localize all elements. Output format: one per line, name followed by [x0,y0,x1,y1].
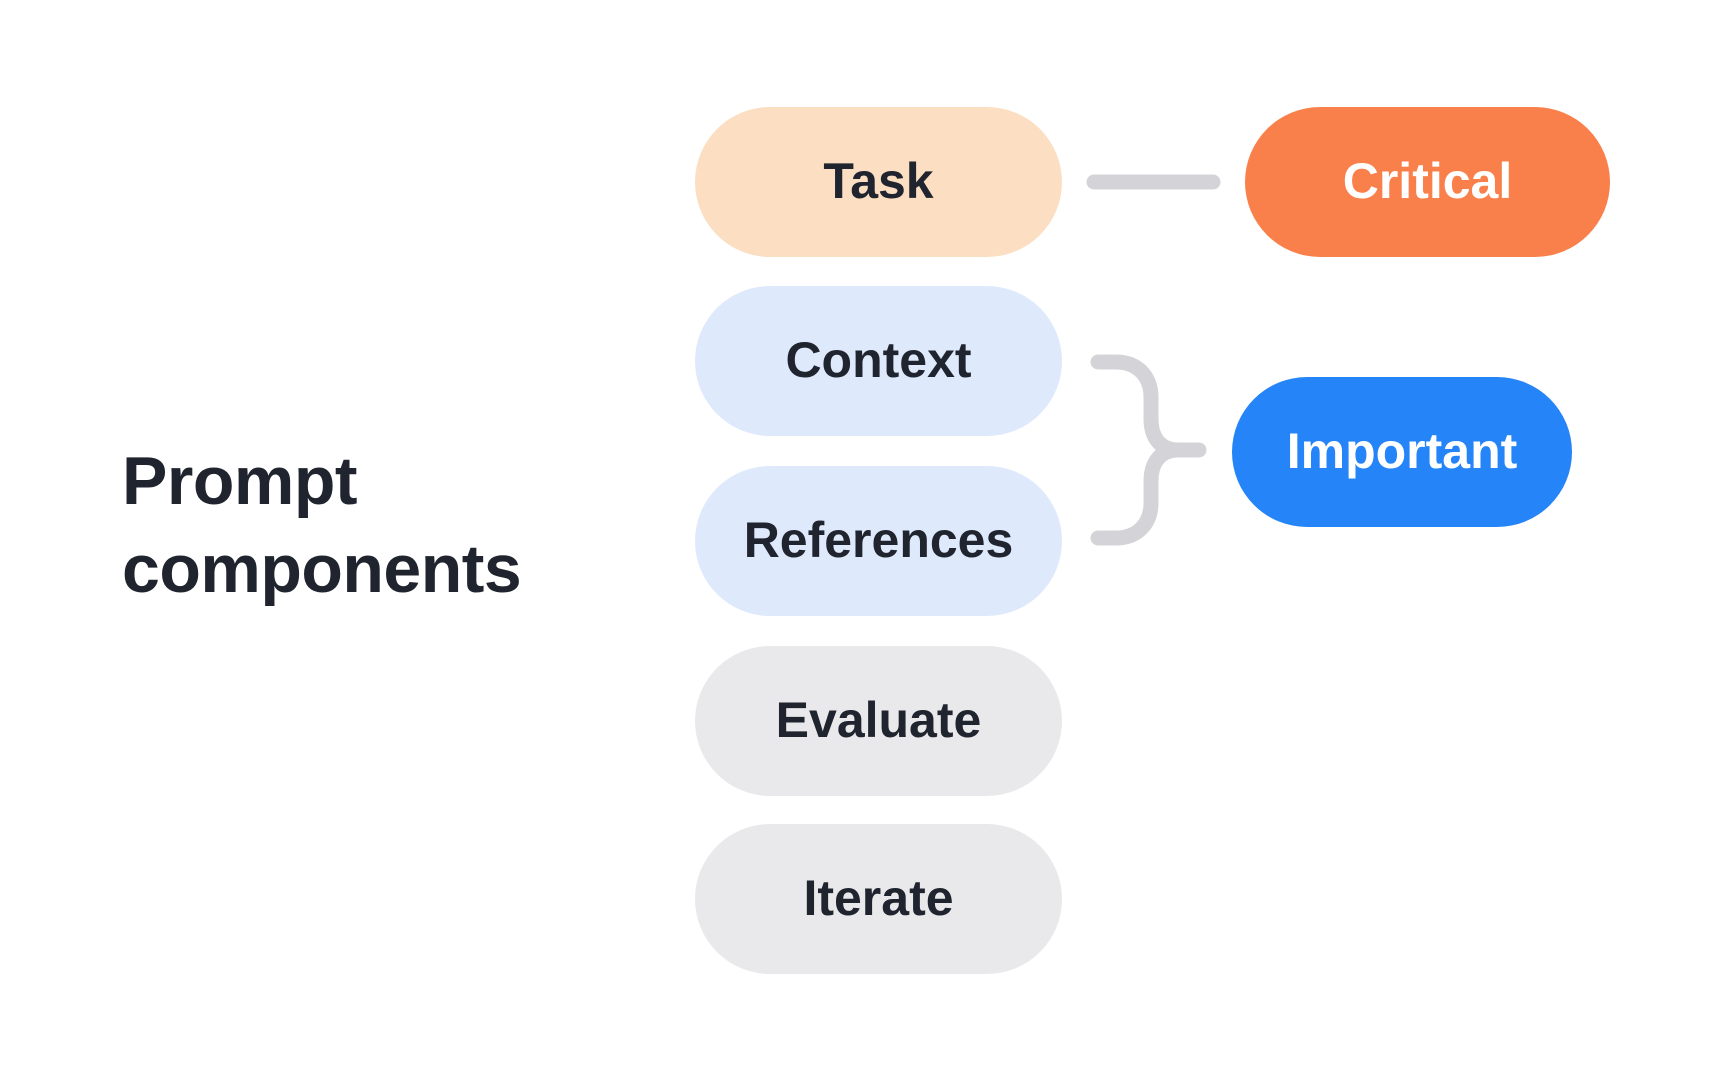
page-title: Prompt components [122,437,522,613]
node-context-label: Context [785,332,972,388]
page-title-line-1: Prompt [122,443,358,519]
node-important: Important [1232,377,1572,527]
node-context: Context [695,286,1062,436]
node-evaluate: Evaluate [695,646,1062,796]
node-references-label: References [743,512,1014,568]
node-important-label: Important [1286,423,1518,479]
node-references: References [695,466,1062,616]
node-task-label: Task [823,153,934,209]
node-evaluate-label: Evaluate [775,692,982,748]
node-task: Task [695,107,1062,257]
brace-context-references [1090,354,1184,546]
node-iterate: Iterate [695,824,1062,974]
page-title-line-2: components [122,531,522,607]
node-critical-label: Critical [1342,153,1513,209]
node-critical: Critical [1245,107,1610,257]
node-iterate-label: Iterate [803,870,954,926]
